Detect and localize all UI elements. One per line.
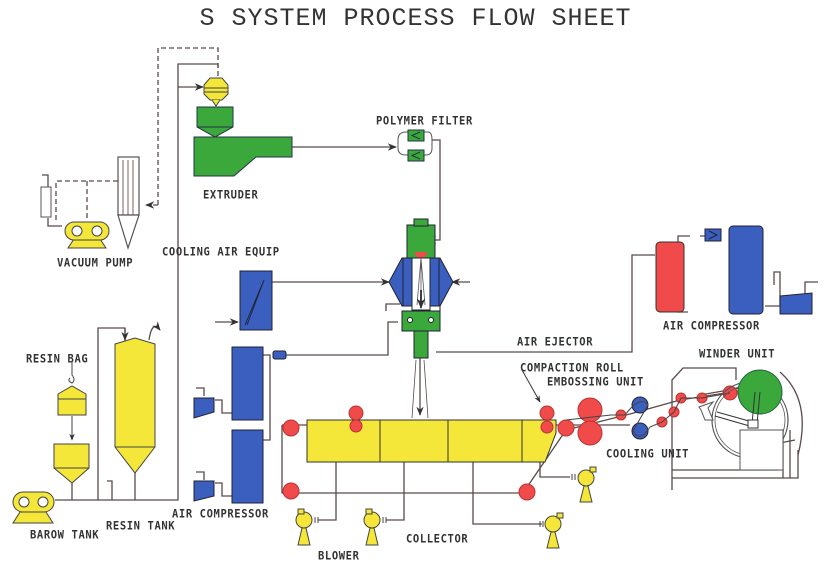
polymer-filter (397, 129, 433, 162)
label-collector: COLLECTOR (406, 532, 469, 546)
label-compaction-roll: COMPACTION ROLL (520, 361, 624, 375)
label-air-compressor-left: AIR COMPRESSOR (172, 507, 269, 521)
blower (363, 508, 387, 546)
pipe (539, 462, 570, 478)
vacuum-pump (64, 221, 110, 249)
belt-roll (282, 482, 300, 500)
label-vacuum-pump: VACUUM PUMP (57, 256, 134, 270)
pipe (436, 254, 655, 353)
pipe (148, 321, 161, 341)
label-blower: BLOWER (318, 549, 360, 563)
compressor-right (779, 292, 813, 315)
compressor-upper (193, 397, 215, 419)
air-tank-upper (231, 346, 264, 421)
label-cooling-air-equip: COOLING AIR EQUIP (162, 245, 280, 259)
pipe (318, 462, 337, 521)
label-extruder: EXTRUDER (203, 188, 259, 202)
cooling-rolls (631, 396, 649, 440)
belt-roll (557, 419, 575, 437)
pipe (42, 174, 62, 227)
compressor-lower (193, 480, 215, 502)
belt-roll (518, 483, 536, 501)
collector-table (306, 419, 557, 463)
barow-tank-pump (12, 491, 55, 524)
pipe (804, 281, 818, 295)
label-resin-tank: RESIN TANK (106, 519, 176, 533)
embossing-roll (577, 420, 603, 446)
web-path (565, 392, 731, 437)
pipe (196, 471, 232, 497)
page-title: S SYSTEM PROCESS FLOW SHEET (199, 4, 632, 33)
blower (295, 508, 319, 546)
pipe (262, 354, 271, 441)
air-receiver-red (655, 241, 685, 313)
cooling-air-exchanger (239, 270, 273, 331)
label-barow-tank: BAROW TANK (30, 528, 100, 542)
pipe (196, 387, 232, 414)
pipe (765, 271, 781, 307)
belt-roll (348, 405, 364, 421)
compaction-roll (539, 405, 555, 421)
rolls (282, 385, 738, 501)
label-resin-bag: RESIN BAG (26, 352, 89, 366)
barow-tank (53, 443, 90, 484)
vacuum-line (55, 47, 219, 222)
air-tank-lower (231, 429, 264, 504)
pipe (286, 321, 398, 356)
label-air-compressor-right: AIR COMPRESSOR (663, 319, 760, 333)
label-winder-unit: WINDER UNIT (699, 347, 776, 361)
extruder-hopper-feeder (203, 77, 229, 107)
label-cooling-unit: COOLING UNIT (606, 447, 690, 461)
blower (571, 466, 597, 503)
label-embossing-unit: EMBOSSING UNIT (547, 375, 644, 389)
spinning-die (388, 218, 454, 359)
air-ejector-valve (272, 350, 287, 360)
label-air-ejector: AIR EJECTOR (517, 335, 594, 349)
resin-bag (57, 385, 87, 416)
blower (539, 512, 564, 549)
resin-tank (114, 337, 156, 474)
extruder (193, 106, 293, 177)
belt-roll (282, 419, 300, 437)
compaction-pointer (521, 369, 541, 403)
vacuum-filter (117, 156, 140, 250)
pipe (472, 462, 542, 525)
dryer-valve (704, 228, 722, 242)
label-polymer-filter: POLYMER FILTER (376, 114, 473, 128)
vacuum-vessel (40, 186, 52, 218)
belt-roll (349, 419, 363, 433)
resin-feed-pipe (98, 63, 219, 501)
winder-unit (698, 369, 789, 471)
air-receiver-blue (728, 225, 764, 315)
resin-bag-hook (68, 362, 75, 384)
compaction-roll (540, 420, 554, 434)
pipe (386, 462, 405, 521)
